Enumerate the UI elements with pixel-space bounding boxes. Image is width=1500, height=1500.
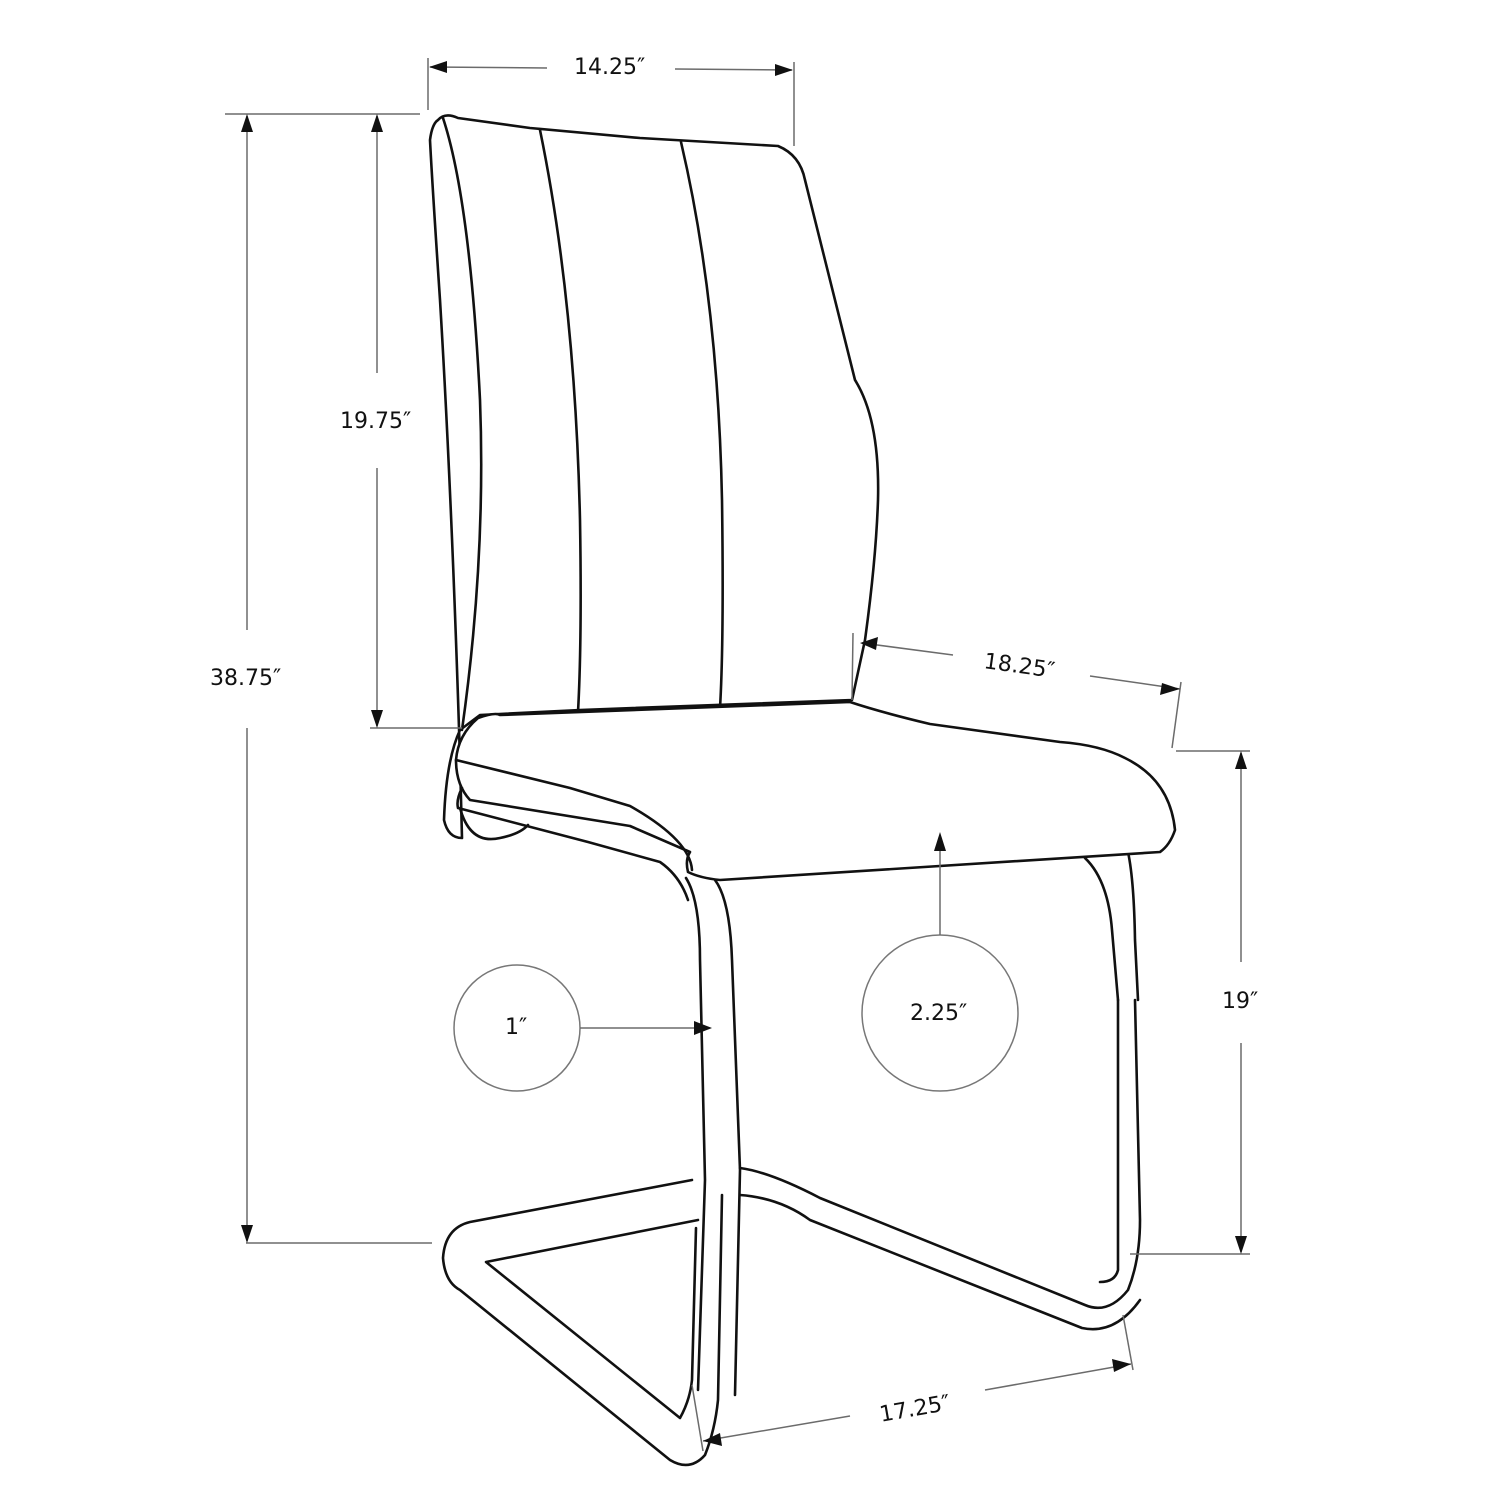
- dim-overall-height: [225, 113, 432, 1244]
- chair-backrest: [428, 114, 880, 840]
- dim-seat-height: [1130, 750, 1250, 1255]
- dim-back-height: [370, 114, 462, 729]
- chair-seat: [454, 700, 1177, 902]
- dim-seat-depth: [851, 632, 1182, 749]
- label-seat-thickness: 2.25″: [910, 1001, 968, 1026]
- label-tube-diameter: 1″: [505, 1015, 528, 1040]
- label-back-width: 14.25″: [574, 55, 646, 80]
- callout-tube-diameter: [453, 964, 712, 1092]
- chair-front-legs: [684, 850, 1140, 1397]
- label-back-height: 19.75″: [340, 409, 412, 434]
- dim-back-width: [427, 58, 795, 146]
- dim-base-width: [691, 1314, 1134, 1452]
- callout-seat-thickness: [861, 832, 1019, 1092]
- label-overall-height: 38.75″: [210, 666, 282, 691]
- label-seat-height: 19″: [1222, 989, 1259, 1014]
